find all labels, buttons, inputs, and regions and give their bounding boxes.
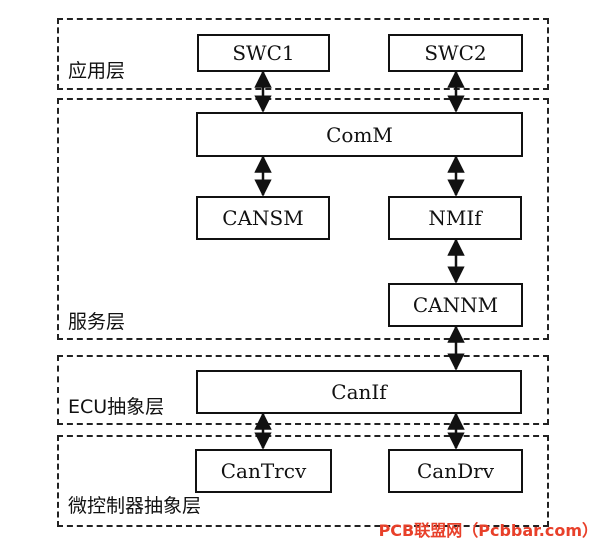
nmif-box: NMIf (388, 196, 522, 240)
service-layer-region (57, 98, 549, 340)
swc1-box: SWC1 (197, 34, 330, 72)
cantrcv-box: CanTrcv (195, 449, 332, 493)
application-layer-region (57, 18, 549, 90)
canif-box: CanIf (196, 370, 522, 414)
candrv-box: CanDrv (388, 449, 523, 493)
ecu-abstraction-layer-region (57, 355, 549, 425)
cansm-box: CANSM (196, 196, 330, 240)
swc2-box: SWC2 (388, 34, 523, 72)
ecu-abstraction-layer-label: ECU抽象层 (68, 396, 165, 418)
application-layer-label: 应用层 (68, 60, 126, 82)
service-layer-label: 服务层 (68, 311, 126, 333)
comm-box: ComM (196, 112, 523, 157)
cannm-box: CANNM (388, 283, 523, 327)
microcontroller-abstraction-layer-region (57, 435, 549, 527)
microcontroller-abstraction-layer-label: 微控制器抽象层 (68, 495, 202, 517)
watermark-text: PCB联盟网（Pcbbar.com） (378, 521, 598, 540)
